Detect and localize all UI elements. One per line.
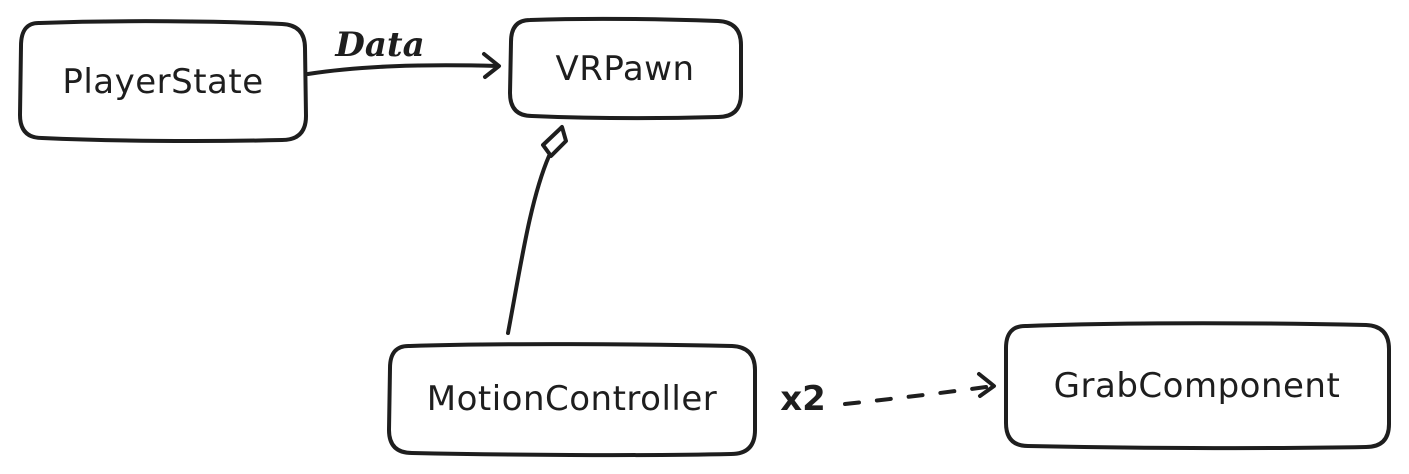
- node-player-state-label: PlayerState: [62, 62, 263, 102]
- node-player-state[interactable]: PlayerState: [17, 19, 309, 144]
- node-grab-component-box: [1004, 321, 1391, 451]
- node-grab-component-label: GrabComponent: [1054, 366, 1341, 406]
- node-motion-controller-box: [386, 342, 757, 458]
- node-grab-component[interactable]: GrabComponent: [1004, 321, 1391, 451]
- edge-player-state-to-vr-pawn-line: [306, 63, 500, 76]
- node-motion-controller[interactable]: MotionController: [386, 342, 757, 458]
- node-player-state-box: [17, 19, 309, 144]
- node-motion-controller-label: MotionController: [427, 379, 718, 419]
- arrowhead-icon: [482, 52, 501, 79]
- edge-player-state-to-vr-pawn-label: Data: [334, 25, 424, 65]
- aggregation-diamond-icon: [541, 125, 568, 158]
- edge-motion-controller-to-grab-component[interactable]: x2: [780, 372, 996, 419]
- edge-motion-controller-to-grab-component-line: [843, 384, 995, 406]
- arrowhead-icon: [977, 372, 996, 398]
- edge-motion-controller-to-grab-component-label: x2: [780, 379, 826, 419]
- edge-player-state-to-vr-pawn[interactable]: Data: [306, 25, 501, 79]
- node-vr-pawn-label: VRPawn: [555, 49, 694, 89]
- edge-motion-controller-to-vr-pawn-line: [506, 154, 551, 335]
- node-vr-pawn[interactable]: VRPawn: [507, 16, 743, 121]
- node-vr-pawn-box: [507, 16, 743, 121]
- edge-motion-controller-to-vr-pawn[interactable]: [506, 125, 568, 335]
